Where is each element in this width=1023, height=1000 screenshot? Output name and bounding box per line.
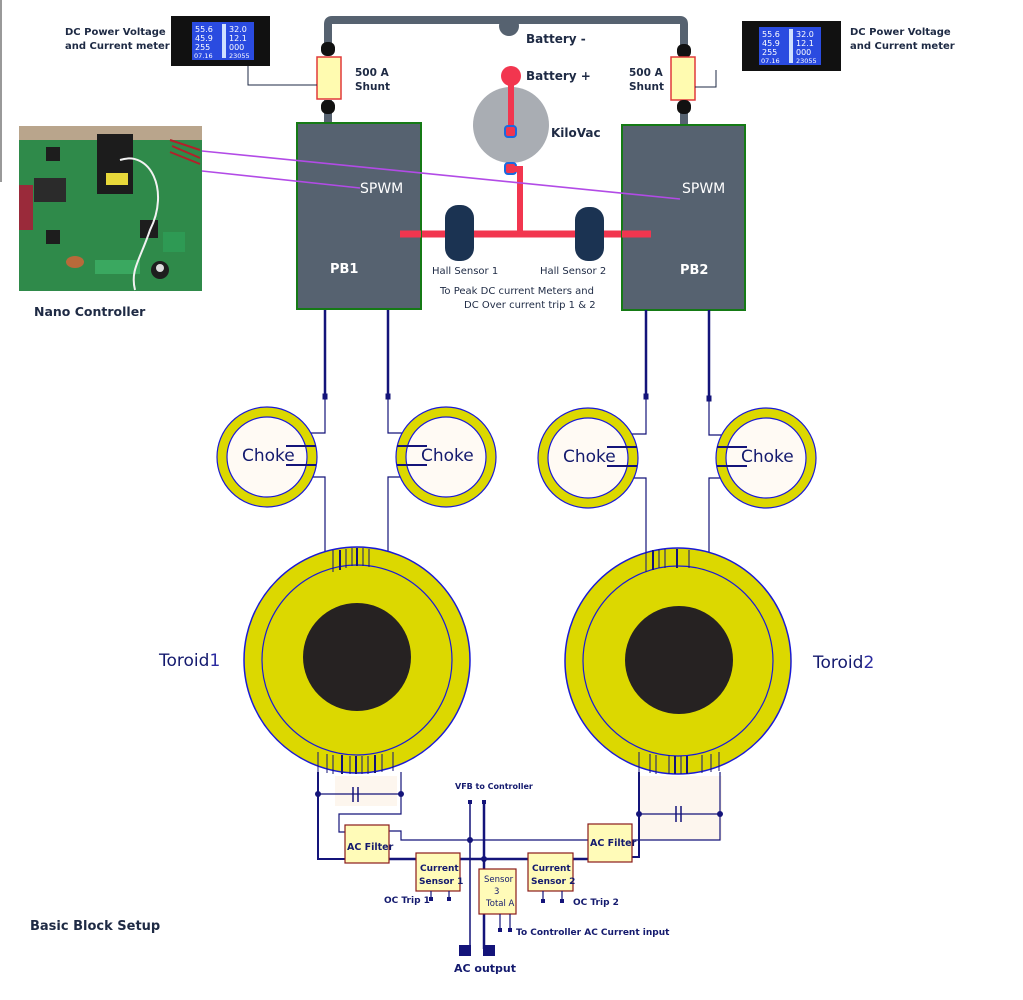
shunt-left — [316, 42, 342, 114]
ac-filter-1-label: AC Filter — [347, 842, 394, 853]
hall-sensor-1 — [445, 205, 474, 261]
ac-output-terminal-2 — [483, 945, 495, 956]
meter-right-label-2: and Current meter — [850, 41, 955, 52]
svg-text:23055: 23055 — [229, 52, 250, 60]
nano-controller-photo — [19, 126, 202, 291]
battery-positive-wire — [400, 66, 651, 238]
svg-text:000: 000 — [229, 43, 244, 52]
ac-output-label: AC output — [454, 962, 516, 975]
pb2-spwm-label: SPWM — [682, 181, 725, 197]
spwm-signal-wire-pb2 — [201, 150, 681, 200]
meter-right-wire — [695, 70, 717, 88]
hall-sensor-2 — [575, 207, 604, 261]
choke-2-label: Choke — [421, 446, 474, 466]
current-sensor-2 — [527, 852, 574, 892]
svg-text:45.9: 45.9 — [762, 39, 780, 48]
ac-output-terminal-1 — [459, 945, 471, 956]
diagram-title: Basic Block Setup — [30, 919, 160, 934]
toroid-1 — [243, 546, 471, 774]
sensor-3-total — [478, 868, 517, 915]
svg-text:12.1: 12.1 — [229, 34, 247, 43]
toroid-2-label: Toroid2 — [812, 653, 874, 673]
pb1-label: PB1 — [330, 262, 358, 277]
hall-sensor-1-label: Hall Sensor 1 — [432, 266, 498, 277]
ac-filter-2 — [587, 823, 633, 863]
svg-text:32.0: 32.0 — [229, 25, 247, 34]
svg-text:3: 3 — [494, 887, 499, 897]
kilovac-label: KiloVac — [551, 126, 601, 140]
meter-right-label-1: DC Power Voltage — [850, 27, 951, 38]
ac-filter-2-label: AC Filter — [590, 838, 637, 849]
choke-3 — [537, 407, 639, 509]
shunt-right — [670, 44, 696, 114]
svg-text:Current: Current — [420, 864, 459, 874]
meter-left-wire — [247, 66, 317, 86]
toroid-2 — [564, 547, 792, 775]
battery-positive-label: Battery + — [526, 69, 591, 83]
meter-right: 55.6 32.0 45.9 12.1 255 000 07.16 23055 — [742, 21, 841, 71]
svg-text:Total A: Total A — [485, 899, 515, 909]
power-board-pb2 — [621, 124, 746, 311]
power-board-pb1 — [296, 122, 422, 310]
shunt-right-label-1: 500 A — [629, 67, 664, 79]
vfb-label: VFB to Controller — [455, 782, 533, 791]
svg-text:32.0: 32.0 — [796, 30, 814, 39]
svg-text:07.16: 07.16 — [194, 52, 213, 60]
svg-text:23055: 23055 — [796, 57, 817, 65]
oc-trip-2-label: OC Trip 2 — [573, 898, 619, 908]
svg-text:255: 255 — [762, 48, 777, 57]
svg-text:12.1: 12.1 — [796, 39, 814, 48]
spwm-signal-wire-pb1 — [201, 170, 361, 189]
svg-text:Sensor 1: Sensor 1 — [419, 877, 463, 887]
choke-4-label: Choke — [741, 447, 794, 467]
meter-left-label-1: DC Power Voltage — [65, 27, 166, 38]
pb1-spwm-label: SPWM — [360, 181, 403, 197]
oc-trip-1-label: OC Trip 1 — [384, 896, 430, 906]
meter-left: 55.6 32.0 45.9 12.1 255 000 07.16 23055 — [171, 16, 270, 66]
svg-text:Sensor: Sensor — [484, 875, 514, 885]
pb-output-wires — [305, 310, 728, 552]
hall-sensor-2-label: Hall Sensor 2 — [540, 266, 606, 277]
svg-text:Current: Current — [532, 864, 571, 874]
choke-1-label: Choke — [242, 446, 295, 466]
svg-text:45.9: 45.9 — [195, 34, 213, 43]
svg-text:Sensor 2: Sensor 2 — [531, 877, 575, 887]
battery-negative-terminal — [499, 16, 519, 36]
hall-note-line1: To Peak DC current Meters and — [439, 286, 594, 297]
nano-controller-label: Nano Controller — [34, 304, 146, 319]
svg-text:000: 000 — [796, 48, 811, 57]
shunt-left-label-2: Shunt — [355, 81, 390, 93]
toroid-1-label: Toroid1 — [158, 651, 220, 671]
ac-filter-1 — [344, 824, 390, 864]
battery-negative-label: Battery - — [526, 32, 586, 46]
svg-text:07.16: 07.16 — [761, 57, 780, 65]
svg-text:55.6: 55.6 — [762, 30, 780, 39]
svg-text:255: 255 — [195, 43, 210, 52]
choke-4 — [715, 407, 817, 509]
choke-2 — [395, 406, 497, 508]
shunt-right-label-2: Shunt — [629, 81, 664, 93]
svg-text:55.6: 55.6 — [195, 25, 213, 34]
battery-positive-terminal — [501, 66, 521, 86]
choke-3-label: Choke — [563, 447, 616, 467]
shunt-left-label-1: 500 A — [355, 67, 390, 79]
current-sensor-1 — [415, 852, 461, 892]
hall-note-line2: DC Over current trip 1 & 2 — [464, 300, 596, 311]
choke-1 — [216, 406, 318, 508]
controller-ac-input-label: To Controller AC Current input — [516, 928, 670, 938]
pb2-label: PB2 — [680, 263, 708, 278]
meter-left-label-2: and Current meter — [65, 41, 170, 52]
